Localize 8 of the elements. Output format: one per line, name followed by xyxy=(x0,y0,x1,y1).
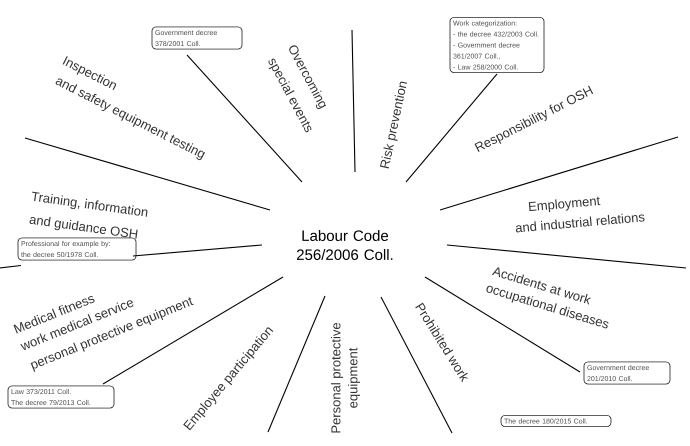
center-title: Labour Code 256/2006 Coll. xyxy=(296,230,392,260)
topic-label: and industrial relations xyxy=(516,214,645,232)
topic-label: Personal protective xyxy=(330,322,344,433)
topic-label: Training, information xyxy=(32,192,148,217)
topic-label: equipment xyxy=(348,348,360,408)
topic-label: Risk prevention xyxy=(380,82,407,168)
topic-label: and guidance OSH xyxy=(30,216,138,239)
topic-label: Employment xyxy=(528,196,600,212)
